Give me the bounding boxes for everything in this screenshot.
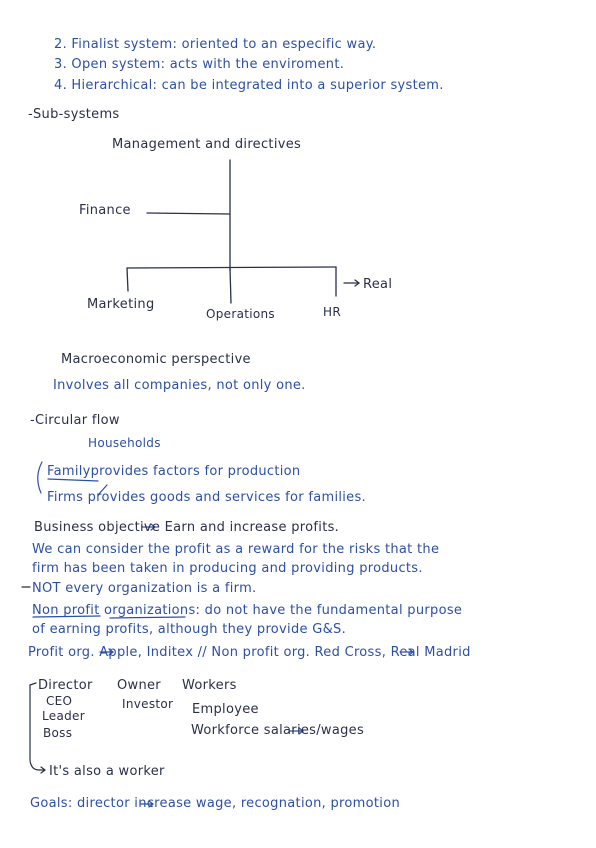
role-leader: Leader xyxy=(42,709,85,723)
nonprofit-note: NOT every organization is a firm. xyxy=(32,581,257,596)
role-ceo: CEO xyxy=(46,694,73,708)
diagram-mid-drop xyxy=(229,267,232,304)
nonprofit-underline xyxy=(32,615,186,619)
roles-bracket-top xyxy=(29,682,37,686)
households-label: Households xyxy=(88,436,161,450)
role-employee: Employee xyxy=(192,702,259,717)
role-director: Director xyxy=(38,678,93,693)
family-line: Familyprovides factors for production xyxy=(47,464,301,479)
nonprofit-definition: of earning profits, although they provid… xyxy=(32,622,347,637)
real-label: Real xyxy=(363,277,393,292)
management-label: Management and directives xyxy=(112,137,302,152)
goals-line: Goals: director increase wage, recognati… xyxy=(30,796,400,811)
role-workers: Workers xyxy=(182,678,237,693)
diagram-finance-branch xyxy=(146,212,231,215)
operations-label: Operations xyxy=(206,307,275,321)
roles-bracket xyxy=(29,684,40,771)
marketing-label: Marketing xyxy=(87,297,155,312)
org-examples: Profit org. Apple, Inditex // Non profit… xyxy=(28,645,471,660)
role-investor: Investor xyxy=(122,697,174,711)
circular-heading: -Circular flow xyxy=(30,413,120,428)
role-owner: Owner xyxy=(117,678,161,693)
firms-bracket-slash xyxy=(97,484,108,496)
also-worker-arrow xyxy=(38,766,46,774)
family-underline xyxy=(47,478,99,482)
profit-line: We can consider the profit as a reward f… xyxy=(32,542,440,557)
examples-arrow-1 xyxy=(99,648,114,656)
role-boss: Boss xyxy=(43,726,73,740)
system-type-item: 3. Open system: acts with the enviroment… xyxy=(54,57,345,72)
subsystems-heading: -Sub-systems xyxy=(28,107,120,122)
examples-arrow-2 xyxy=(399,648,414,656)
role-workforce: Workforce salaries/wages xyxy=(191,723,365,738)
family-bracket xyxy=(37,461,43,494)
macro-title: Macroeconomic perspective xyxy=(61,352,251,367)
also-worker-note: It's also a worker xyxy=(49,764,165,779)
finance-label: Finance xyxy=(79,203,131,218)
goals-arrow xyxy=(139,800,154,808)
firms-line: Firms provides goods and services for fa… xyxy=(47,490,366,505)
diagram-left-drop xyxy=(126,267,129,292)
system-type-item: 4. Hierarchical: can be integrated into … xyxy=(54,78,444,93)
nonprofit-definition: Non profit organizations: do not have th… xyxy=(32,603,463,618)
objective-arrow xyxy=(141,523,156,531)
profit-line: firm has been taken in producing and pro… xyxy=(32,561,423,576)
workforce-arrow xyxy=(289,727,304,735)
diagram-bottom-bar xyxy=(126,266,337,269)
real-arrow-head xyxy=(354,279,361,287)
system-type-item: 2. Finalist system: oriented to an espec… xyxy=(54,37,377,52)
hr-label: HR xyxy=(323,305,341,319)
macro-body: Involves all companies, not only one. xyxy=(53,378,306,393)
business-objective: Business objective Earn and increase pro… xyxy=(34,520,340,535)
